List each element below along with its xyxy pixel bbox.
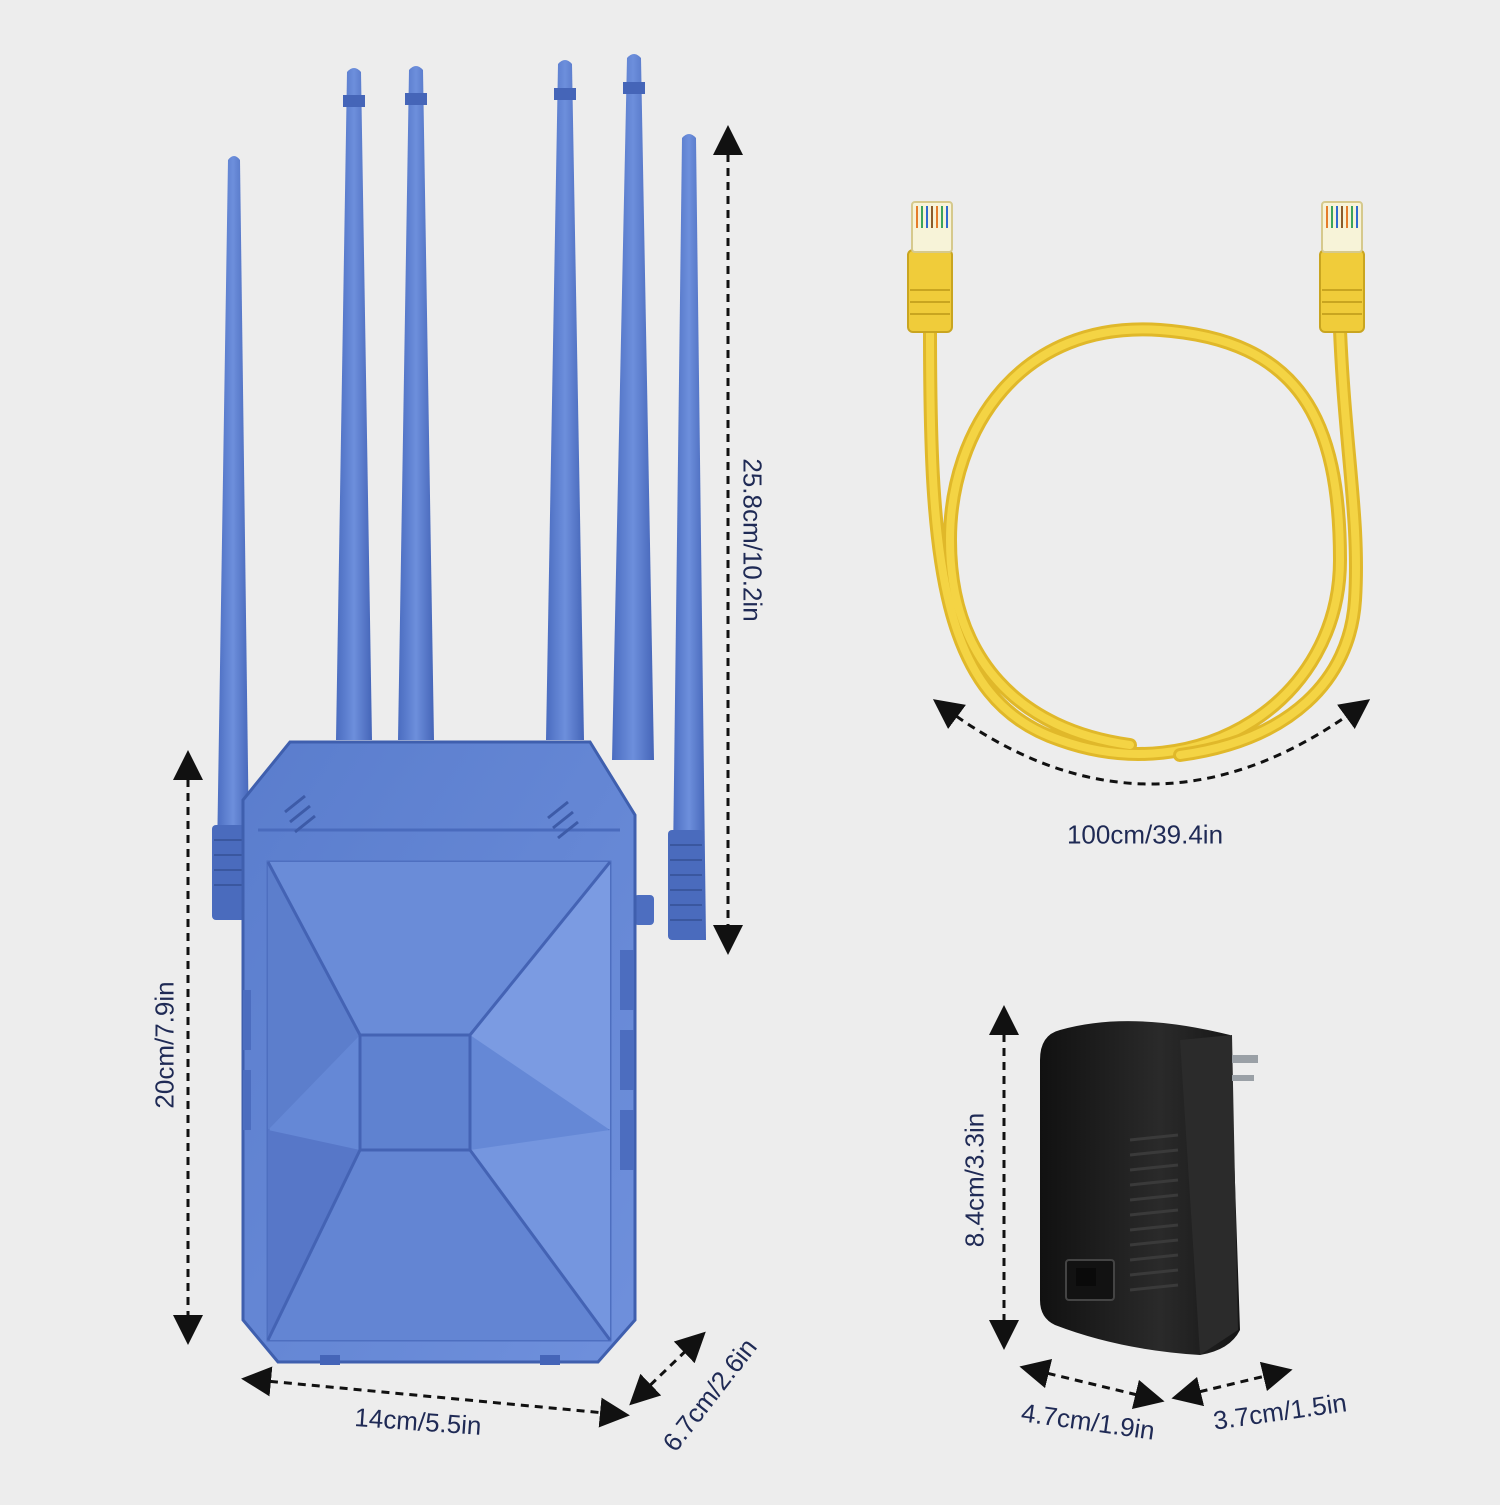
router-antennas xyxy=(212,54,706,940)
rj45-connector-left xyxy=(907,201,953,333)
antenna-5 xyxy=(612,54,654,760)
cable-length-label: 100cm/39.4in xyxy=(1066,819,1224,850)
rj45-connector-right xyxy=(1319,201,1365,333)
cable-length-dimension xyxy=(932,699,1371,786)
router-depth-dimension xyxy=(629,1331,706,1406)
router-body xyxy=(241,740,637,1365)
antenna-3 xyxy=(398,66,434,740)
power-adapter xyxy=(1040,1021,1258,1355)
antenna-2 xyxy=(336,68,372,740)
antenna-4 xyxy=(546,60,584,740)
antenna-6 xyxy=(634,134,706,940)
adapter-width-dimension xyxy=(1019,1358,1165,1410)
antenna-1 xyxy=(212,156,250,920)
ethernet-cable xyxy=(923,322,1363,762)
router-total-height-label: 25.8cm/10.2in xyxy=(737,458,768,622)
adapter-height-label: 8.4cm/3.3in xyxy=(959,1112,990,1248)
adapter-depth-dimension xyxy=(1171,1361,1293,1407)
router-width-dimension xyxy=(241,1366,630,1428)
router-body-height-label: 20cm/7.9in xyxy=(149,981,180,1109)
